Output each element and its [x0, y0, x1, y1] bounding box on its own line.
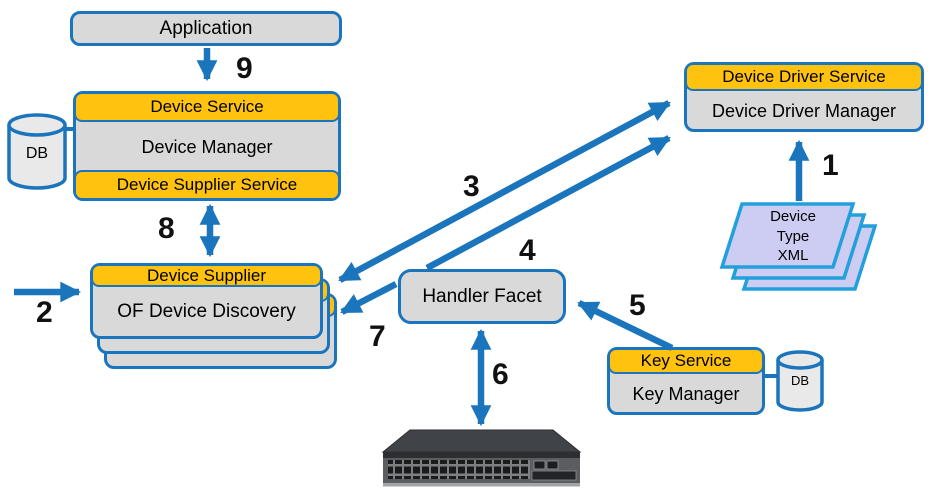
- step-label-6: 6: [492, 358, 509, 391]
- step-label-1: 1: [822, 149, 839, 182]
- application-box: Application: [70, 11, 342, 46]
- device-supplier-header: Device Supplier: [91, 264, 322, 287]
- device-driver-service-header: Device Driver Service: [685, 63, 923, 91]
- step-label-8: 8: [158, 212, 175, 245]
- device-type-xml-stack: [700, 195, 890, 310]
- database-cylinder-right: DB: [775, 350, 825, 414]
- db-right-connector-line: [760, 374, 782, 378]
- network-switch-image: [376, 427, 586, 491]
- arrow-7-segment-left: [340, 281, 398, 315]
- xml-line-1: Device: [770, 208, 816, 225]
- device-supplier-box: Device Supplier OF Device Discovery: [90, 263, 323, 339]
- application-label: Application: [159, 17, 253, 39]
- arrow-3-supplier-driver: [338, 100, 671, 283]
- step-label-5: 5: [629, 289, 646, 322]
- device-service-box: Device Service Device Manager Device Sup…: [73, 91, 341, 201]
- device-supplier-service-header: Device Supplier Service: [74, 170, 340, 200]
- step-label-3: 3: [463, 170, 480, 203]
- db-right-label: DB: [790, 373, 810, 388]
- xml-line-2: Type: [776, 227, 810, 245]
- of-device-discovery-label: OF Device Discovery: [117, 301, 296, 322]
- database-cylinder-left: DB: [6, 112, 68, 192]
- device-manager-label: Device Manager: [141, 136, 273, 157]
- device-type-xml-label: Device Type XML: [723, 207, 863, 266]
- xml-line-3: XML: [777, 247, 809, 264]
- handler-facet-label: Handler Facet: [422, 285, 542, 307]
- db-left-connector-line: [58, 127, 78, 131]
- db-left-label: DB: [25, 145, 49, 162]
- device-driver-manager-label: Device Driver Manager: [711, 100, 897, 121]
- device-driver-box: Device Driver Service Device Driver Mana…: [684, 62, 924, 132]
- device-service-header: Device Service: [74, 92, 340, 122]
- step-label-2: 2: [36, 296, 53, 329]
- key-manager-label: Key Manager: [632, 383, 740, 404]
- key-service-box: Key Service Key Manager: [607, 347, 765, 415]
- arrow-7-segment-right: [425, 135, 671, 271]
- step-label-7: 7: [369, 320, 386, 353]
- key-service-header: Key Service: [608, 348, 764, 374]
- step-label-9: 9: [236, 52, 253, 85]
- step-label-4: 4: [519, 234, 536, 267]
- handler-facet-box: Handler Facet: [398, 269, 566, 324]
- arrow-5-key-to-handler: [577, 300, 674, 351]
